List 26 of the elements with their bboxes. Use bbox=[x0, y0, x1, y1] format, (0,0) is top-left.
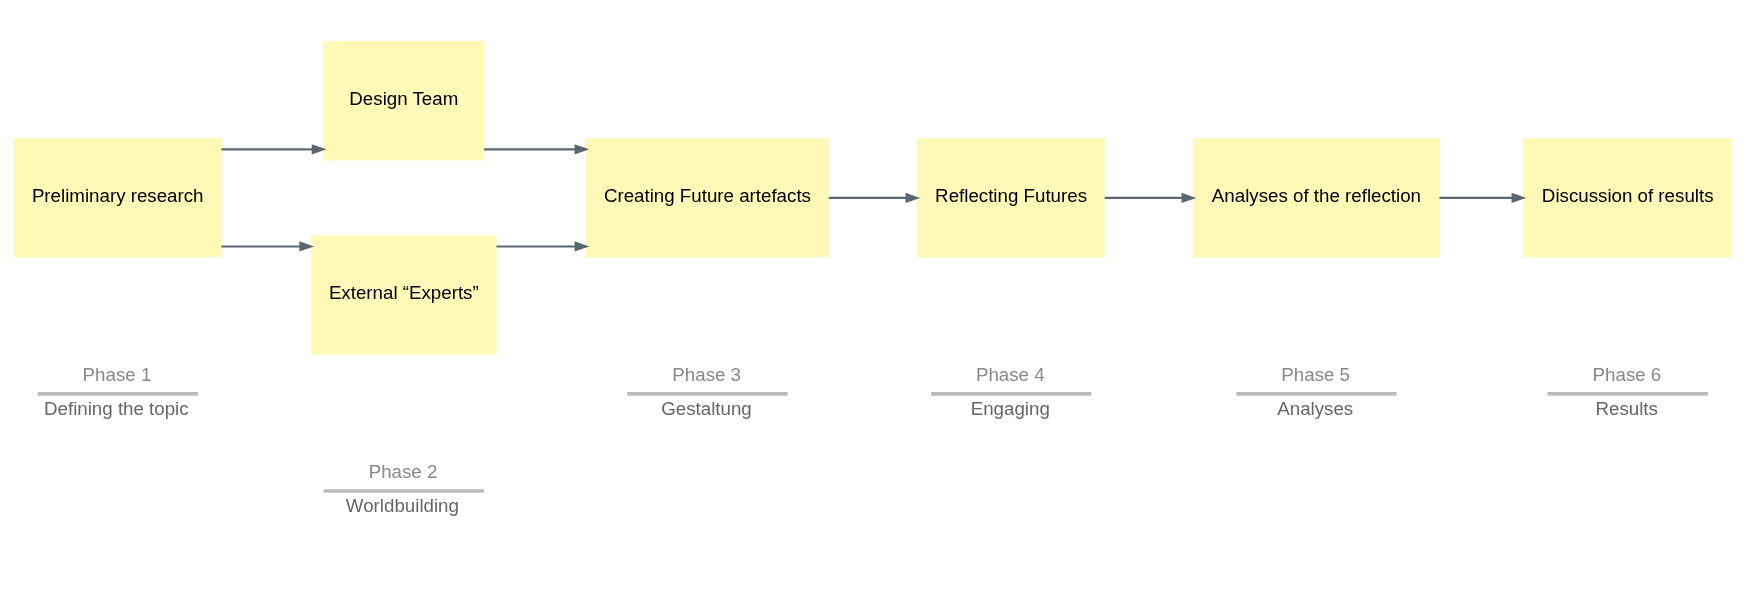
node-box: Design Team bbox=[323, 41, 485, 161]
label: Phase 6 bbox=[1592, 364, 1662, 386]
arrow bbox=[221, 144, 327, 155]
arrow bbox=[1104, 192, 1197, 204]
label: Analyses bbox=[1277, 398, 1354, 420]
arrow bbox=[221, 241, 315, 252]
label: Phase 4 bbox=[975, 364, 1045, 386]
arrow bbox=[496, 241, 590, 252]
arrow bbox=[1439, 192, 1527, 204]
node-box: Discussion of results bbox=[1522, 138, 1733, 258]
node-box: Creating Future artefacts bbox=[585, 138, 830, 258]
node-box: External “Experts” bbox=[310, 235, 497, 355]
node-box: Analyses of the reflection bbox=[1193, 138, 1440, 258]
label: Gestaltung bbox=[661, 398, 752, 420]
node-box: Reflecting Futures bbox=[916, 138, 1106, 258]
label: Results bbox=[1595, 398, 1658, 420]
arrow bbox=[484, 144, 590, 155]
label: Phase 5 bbox=[1281, 364, 1351, 386]
label: Engaging bbox=[970, 398, 1050, 420]
label: Phase 1 bbox=[82, 364, 152, 386]
label: Worldbuilding bbox=[345, 495, 459, 517]
arrow bbox=[828, 192, 921, 204]
label: Defining the topic bbox=[44, 398, 189, 420]
node-box: Preliminary research bbox=[13, 138, 222, 258]
label: Phase 2 bbox=[368, 461, 438, 483]
label: Phase 3 bbox=[672, 364, 742, 386]
